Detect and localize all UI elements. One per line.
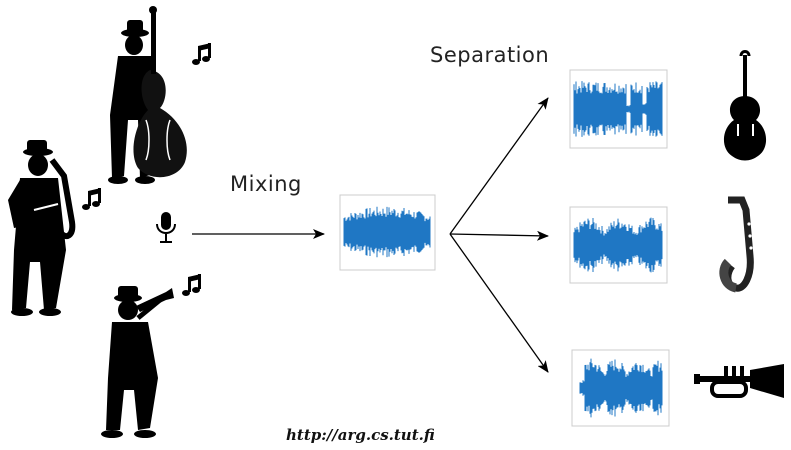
separation-arrow-bottom: [449, 233, 549, 373]
separation-label: Separation: [430, 43, 550, 67]
mixture-waveform: [339, 194, 436, 271]
trumpet-icon: [694, 364, 784, 398]
double-bass-player-icon: [108, 6, 187, 184]
music-note-icon: [182, 274, 201, 296]
microphone-icon: [156, 212, 176, 243]
separation-arrow-top: [449, 97, 549, 235]
saxophone-player-icon: [8, 140, 76, 316]
music-note-icon: [192, 43, 211, 65]
separation-arrow-middle: [449, 230, 549, 241]
source-url: http://arg.cs.tut.fi: [286, 426, 435, 444]
separation-arrows: [449, 97, 549, 373]
separated-waveform-saxophone: [569, 206, 668, 284]
double-bass-icon: [723, 50, 767, 161]
music-note-icon: [82, 188, 101, 210]
separated-waveform-bass: [569, 69, 668, 149]
separated-waveform-trumpet: [571, 349, 670, 427]
trumpet-player-icon: [101, 286, 174, 438]
mixing-label: Mixing: [230, 172, 302, 196]
saxophone-icon: [719, 196, 754, 293]
